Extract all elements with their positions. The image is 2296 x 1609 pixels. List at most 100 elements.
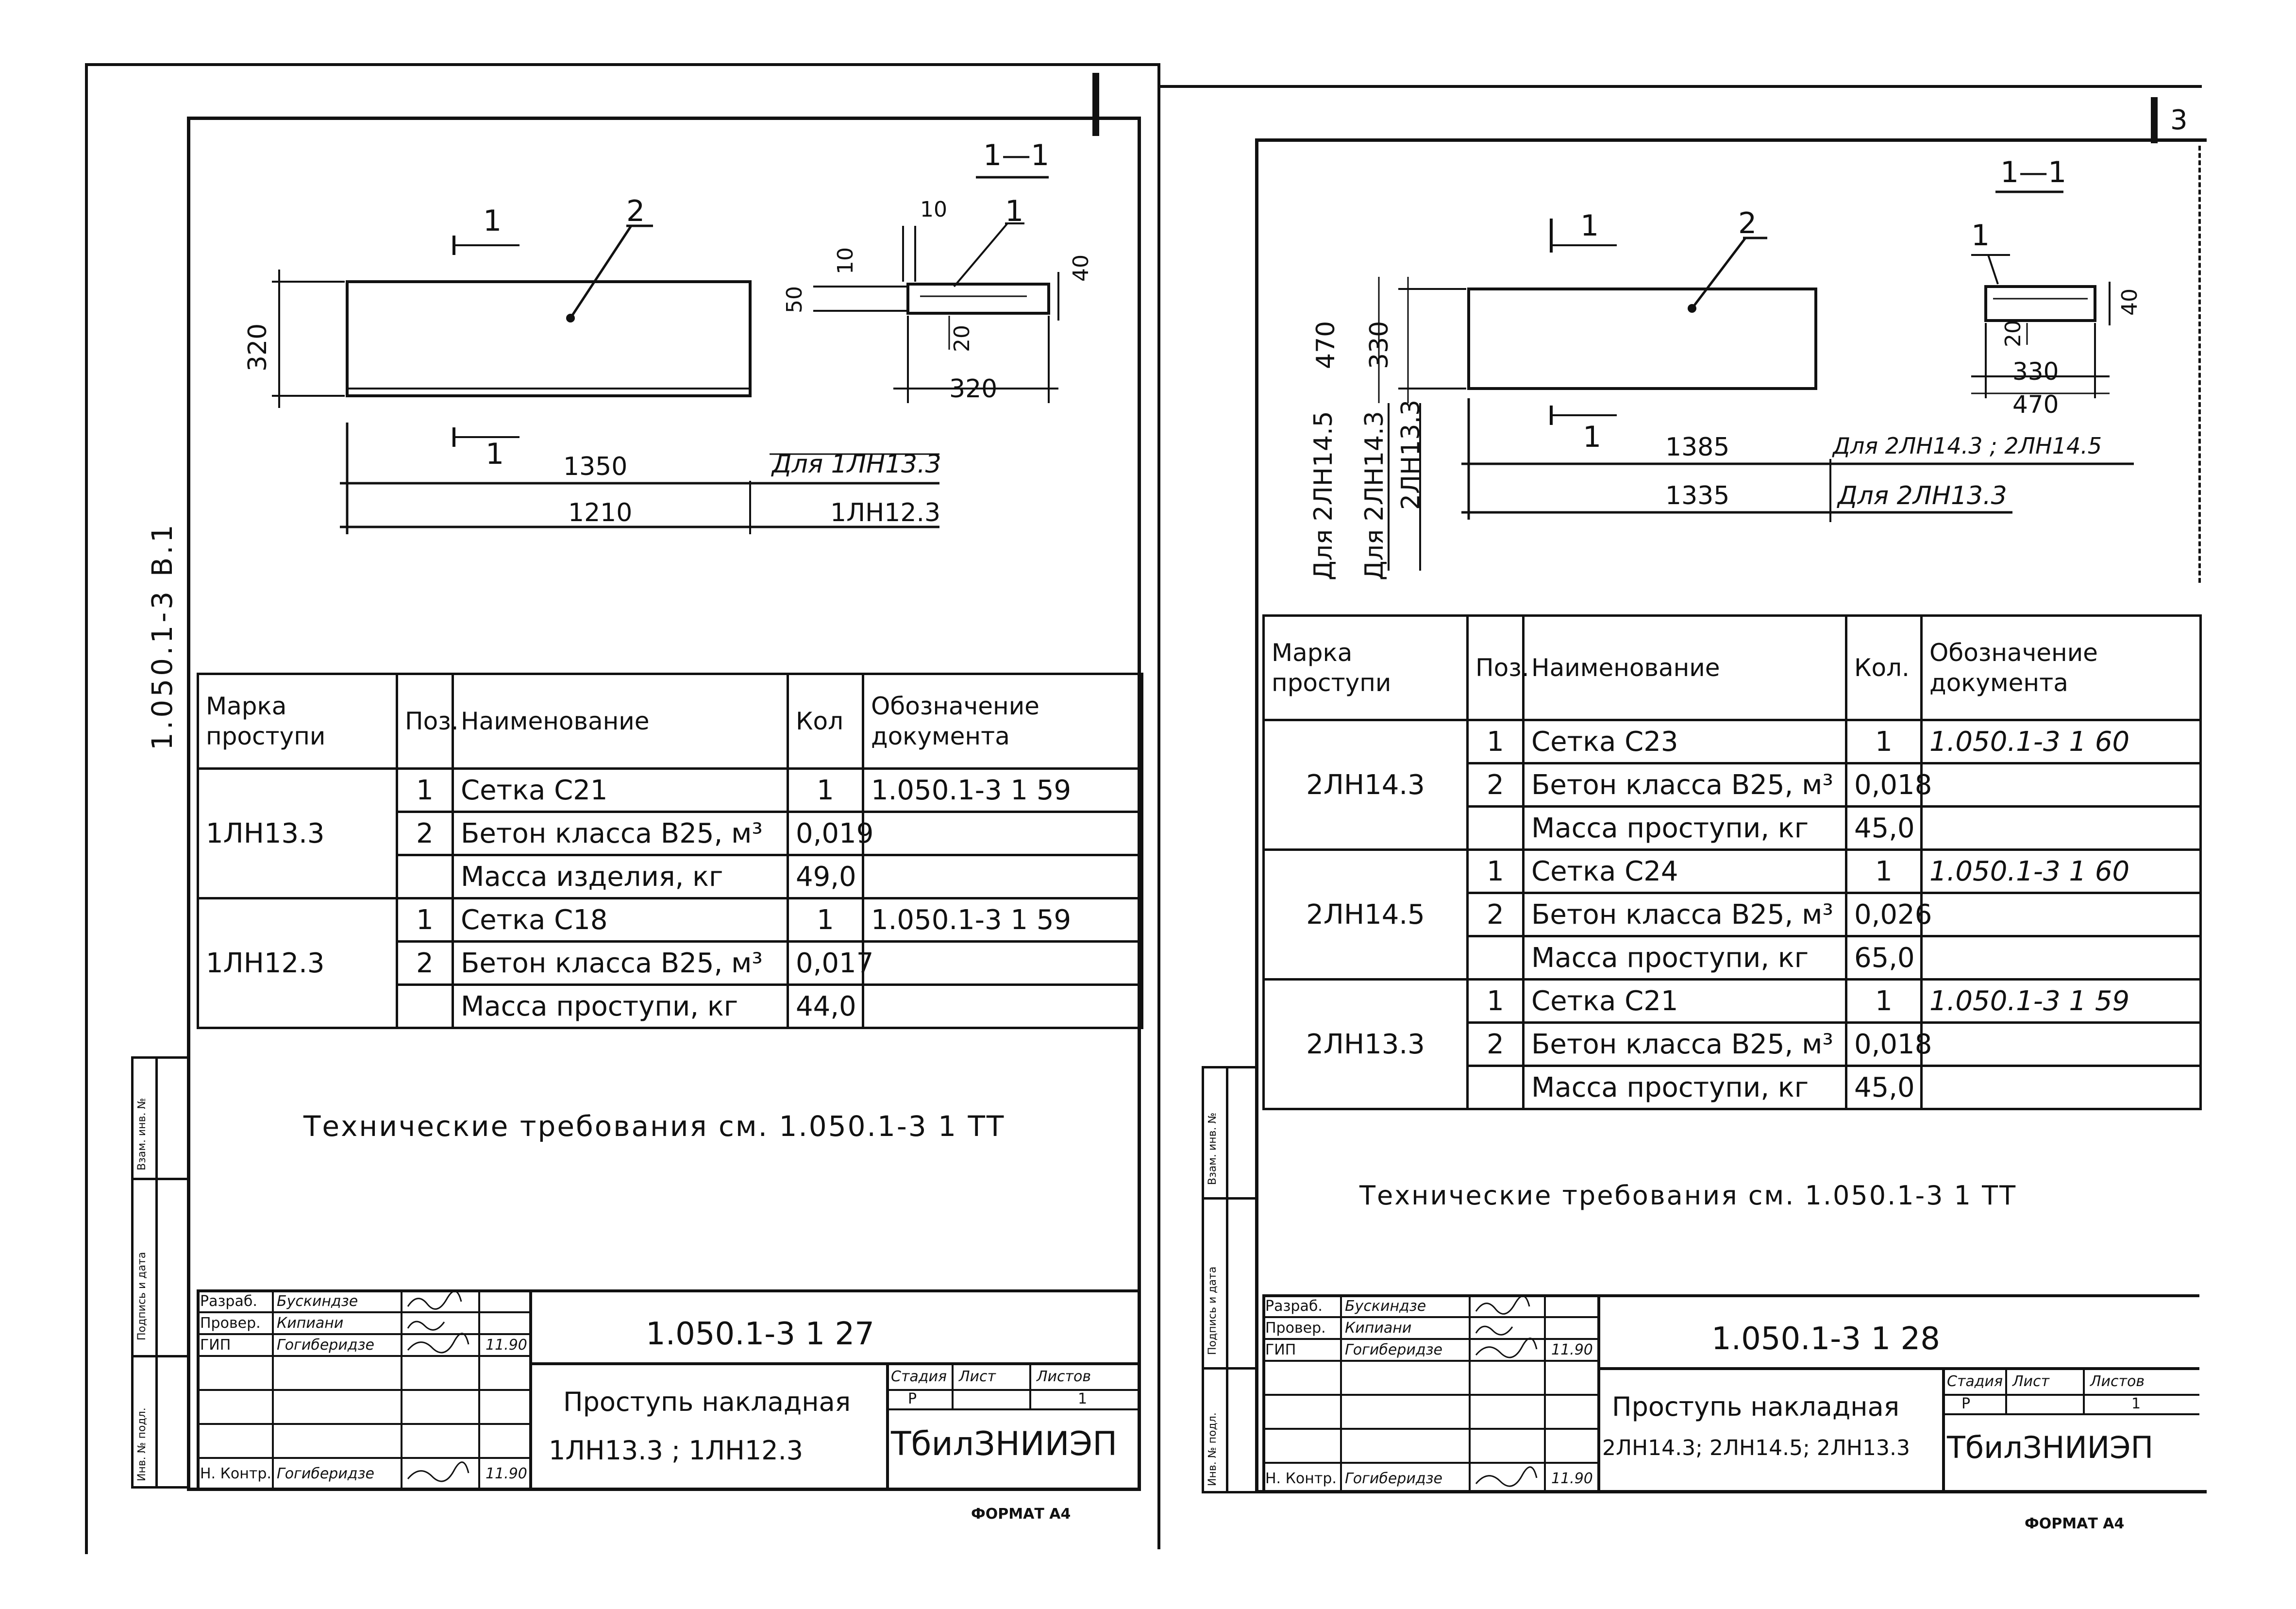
right-corner-mark: 3: [2170, 104, 2188, 136]
right-tb-row: [1262, 1462, 1597, 1464]
left-doc-title-line2: 1ЛН13.3 ; 1ЛН12.3: [549, 1435, 804, 1466]
right-row-qty: 45,0: [1845, 1065, 1923, 1110]
right-tb-hdiv-stage: [1942, 1394, 2199, 1396]
right-tb-name: Бускиндзе: [1345, 1298, 1426, 1315]
left-section-title: 1—1: [983, 138, 1050, 172]
right-row-name: Бетон класса В25, м³: [1522, 892, 1847, 937]
right-note-len-2: Для 2ЛН13.3: [1838, 481, 2007, 510]
left-doc-title-line1: Проступь накладная: [563, 1387, 851, 1417]
left-stamp-divider: [131, 1178, 189, 1180]
left-row-pos: 1: [396, 897, 454, 943]
right-org-name: ТбилЗНИИЭП: [1947, 1430, 2154, 1465]
right-spec-table: Марка проступи Поз. Наименование Кол. Об…: [1262, 614, 2202, 1110]
right-mark-3: 2ЛН13.3: [1262, 978, 1469, 1110]
right-vert-note-3: 2ЛН13.3: [1396, 399, 1425, 510]
right-row-qty: 45,0: [1845, 805, 1923, 851]
left-tb-hdiv-stage: [886, 1389, 1141, 1391]
left-row-qty: 0,019: [787, 811, 873, 856]
right-row-qty: 65,0: [1845, 935, 1923, 981]
left-tb-role: Провер.: [200, 1315, 261, 1332]
left-tb-role: Разраб.: [200, 1293, 257, 1310]
left-outer-frame-right: [1157, 63, 1160, 1549]
right-sec-dim-330: 330: [2012, 357, 2059, 386]
right-stamp-replace: Взам. инв. №: [1207, 1112, 1219, 1185]
right-row-doc: [1920, 762, 2202, 808]
left-tb-row: [197, 1423, 529, 1425]
right-tb-hdiv-stage2: [1942, 1413, 2199, 1415]
right-row-pos: [1466, 935, 1525, 981]
right-dim-len-2: 1335: [1665, 481, 1730, 510]
left-tb-hdiv: [529, 1362, 1141, 1365]
right-tb-sheets: 1: [2131, 1395, 2141, 1412]
right-row-pos: 2: [1466, 892, 1525, 937]
left-sec-dim-10b: 10: [833, 247, 858, 274]
left-row-qty: 44,0: [787, 983, 864, 1029]
left-outer-frame-left: [85, 63, 88, 1554]
right-tb-stage-hdr: Стадия: [1947, 1373, 2003, 1390]
right-tb-role: Провер.: [1265, 1320, 1326, 1337]
right-row-doc: [1920, 935, 2202, 981]
left-stamp-replace: Взам. инв. №: [136, 1098, 148, 1170]
left-sec-dim-20: 20: [950, 325, 974, 352]
right-row-name: Масса проступи, кг: [1522, 1065, 1847, 1110]
left-hdr-qty: Кол: [787, 673, 864, 770]
left-row-name: Сетка С21: [452, 767, 789, 813]
right-tb-row: [1262, 1338, 1597, 1340]
right-row-name: Сетка С21: [1522, 978, 1847, 1024]
right-tb-role: Н. Контр.: [1265, 1470, 1337, 1487]
right-stamp-strip: [1202, 1066, 1257, 1493]
left-row-qty: 49,0: [787, 854, 864, 899]
right-sec-dim-40: 40: [2117, 288, 2142, 316]
right-tb-hdiv: [1597, 1367, 2199, 1370]
left-cut-label-bottom: 1: [486, 437, 504, 471]
right-row-name: Масса проступи, кг: [1522, 935, 1847, 981]
left-row-pos: 2: [396, 940, 454, 986]
right-tb-vdiv-sheets: [2083, 1367, 2085, 1413]
left-sec-dim-width: 320: [949, 374, 998, 404]
right-tb-row: [1262, 1360, 1597, 1362]
right-row-qty: 0,026: [1845, 892, 1932, 937]
right-section-title: 1—1: [2000, 155, 2067, 189]
left-tb-row: [197, 1311, 529, 1313]
right-vert-note-2: Для 2ЛН14.3: [1360, 411, 1389, 580]
left-row-doc: [862, 854, 1143, 899]
right-tb-vdiv-sheet: [2005, 1367, 2007, 1413]
right-mark-2: 2ЛН14.5: [1262, 848, 1469, 981]
left-tb-stage: Р: [908, 1390, 917, 1407]
right-sec-dim-470: 470: [2012, 390, 2059, 419]
right-stamp-divider: [1202, 1197, 1257, 1200]
right-row-pos: 2: [1466, 1021, 1525, 1067]
right-row-doc: [1920, 892, 2202, 937]
right-row-qty: 1: [1845, 719, 1923, 764]
right-row-name: Сетка С23: [1522, 719, 1847, 764]
left-tb-sheet-hdr: Лист: [959, 1368, 996, 1385]
right-row-qty: 1: [1845, 978, 1923, 1024]
right-cut-label-top: 1: [1580, 209, 1599, 243]
left-tb-row: [197, 1389, 529, 1391]
left-stamp-strip: [131, 1056, 189, 1489]
left-tb-date: 11.90: [486, 1465, 527, 1482]
right-tb-row: [1262, 1394, 1597, 1396]
left-hdr-name: Наименование: [452, 673, 789, 770]
right-row-qty: 1: [1845, 848, 1923, 894]
right-hdr-pos: Поз.: [1466, 614, 1529, 721]
left-stamp-divider: [155, 1056, 158, 1489]
right-pos-2-callout: 2: [1738, 206, 1757, 240]
right-tb-role: ГИП: [1265, 1341, 1296, 1358]
left-tb-vdiv-sheet: [952, 1362, 954, 1408]
right-tech-note: Технические требования см. 1.050.1-3 1 Т…: [1359, 1180, 2017, 1211]
left-row-pos: 1: [396, 767, 454, 813]
right-row-pos: [1466, 805, 1525, 851]
left-org-name: ТбилЗНИИЭП: [891, 1425, 1118, 1463]
left-dim-len-1: 1350: [563, 452, 628, 481]
left-side-code: 1.050.1-3 В.1: [146, 522, 179, 750]
right-row-pos: 1: [1466, 719, 1525, 764]
left-pos-1-callout: 1: [1005, 194, 1024, 228]
left-row-name: Масса проступи, кг: [452, 983, 789, 1029]
right-row-doc: 1.050.1-3 1 59: [1920, 978, 2202, 1024]
left-tb-role: Н. Контр.: [200, 1465, 271, 1482]
right-stamp-divider: [1202, 1367, 1257, 1370]
right-tb-sheets-hdr: Листов: [2090, 1373, 2145, 1390]
left-tb-name: Бускиндзе: [277, 1293, 358, 1310]
left-tb-vdiv-sheets: [1029, 1362, 1031, 1408]
